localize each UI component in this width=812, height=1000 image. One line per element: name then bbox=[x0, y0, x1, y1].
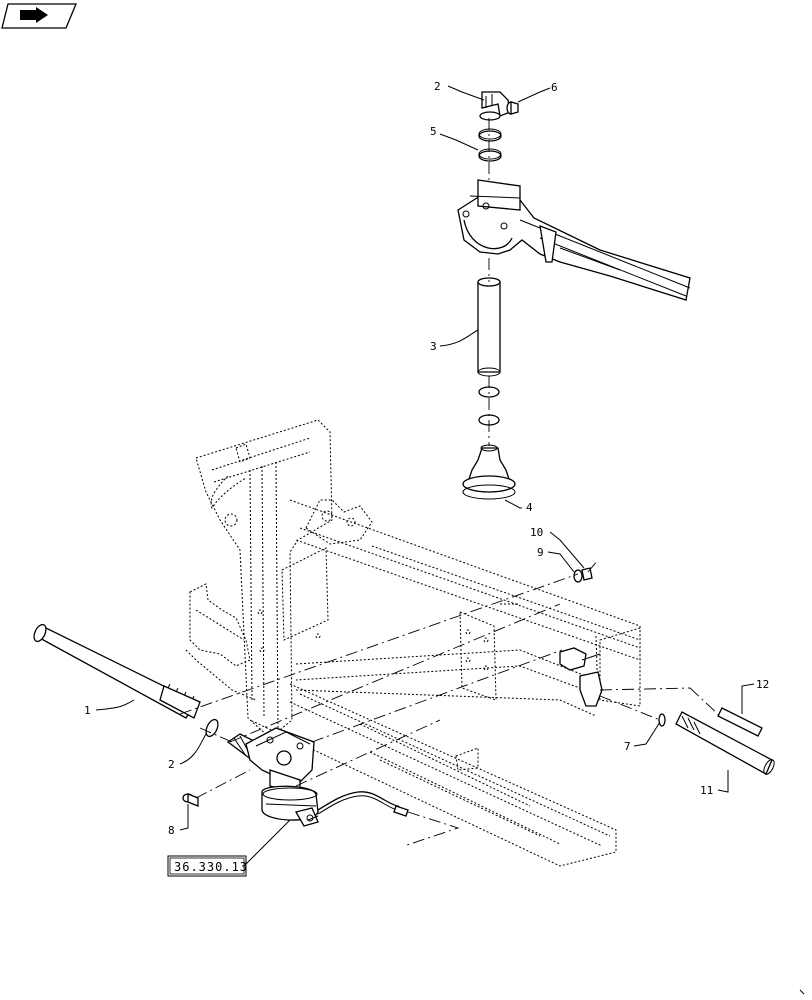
cable bbox=[307, 791, 409, 821]
callout-4: 4 bbox=[526, 501, 533, 514]
boom-arm bbox=[457, 179, 691, 301]
rubber-boot bbox=[462, 444, 516, 500]
leader-lines bbox=[95, 85, 755, 865]
callout-12: 12 bbox=[756, 678, 769, 691]
corner-mark bbox=[799, 989, 805, 995]
callout-6: 6 bbox=[551, 81, 558, 94]
callout-3: 3 bbox=[430, 340, 437, 353]
callout-2-lower: 2 bbox=[168, 758, 175, 771]
washer-and-bolt bbox=[573, 567, 593, 583]
clamp-right bbox=[658, 713, 666, 727]
callout-5: 5 bbox=[430, 125, 437, 138]
hose-clamp-upper bbox=[478, 128, 502, 162]
callout-1: 1 bbox=[84, 704, 91, 717]
gearbox-assembly bbox=[226, 727, 319, 827]
next-page-arrow-icon[interactable] bbox=[1, 3, 77, 29]
callout-9: 9 bbox=[537, 546, 544, 559]
bolt-part bbox=[182, 793, 199, 807]
assembly-lines bbox=[179, 559, 721, 847]
hose-tube bbox=[477, 277, 501, 377]
callout-7: 7 bbox=[624, 740, 631, 753]
reference-box[interactable]: 36.330.13 bbox=[167, 855, 248, 877]
clamp-lower-shaft bbox=[205, 718, 219, 738]
elbow-fitting-upper bbox=[479, 91, 511, 121]
callout-8: 8 bbox=[168, 824, 175, 837]
chassis-frame bbox=[185, 419, 641, 867]
callout-10: 10 bbox=[530, 526, 543, 539]
callout-11: 11 bbox=[700, 784, 713, 797]
callout-labels: 2 6 5 3 4 10 9 1 2 8 7 11 12 bbox=[84, 80, 769, 837]
plug-part bbox=[506, 101, 519, 115]
drive-shaft-right bbox=[675, 711, 775, 775]
reference-box-text: 36.330.13 bbox=[174, 860, 248, 874]
key-rod bbox=[717, 707, 763, 737]
callout-2-upper: 2 bbox=[434, 80, 441, 93]
drive-shaft-long bbox=[33, 623, 201, 719]
